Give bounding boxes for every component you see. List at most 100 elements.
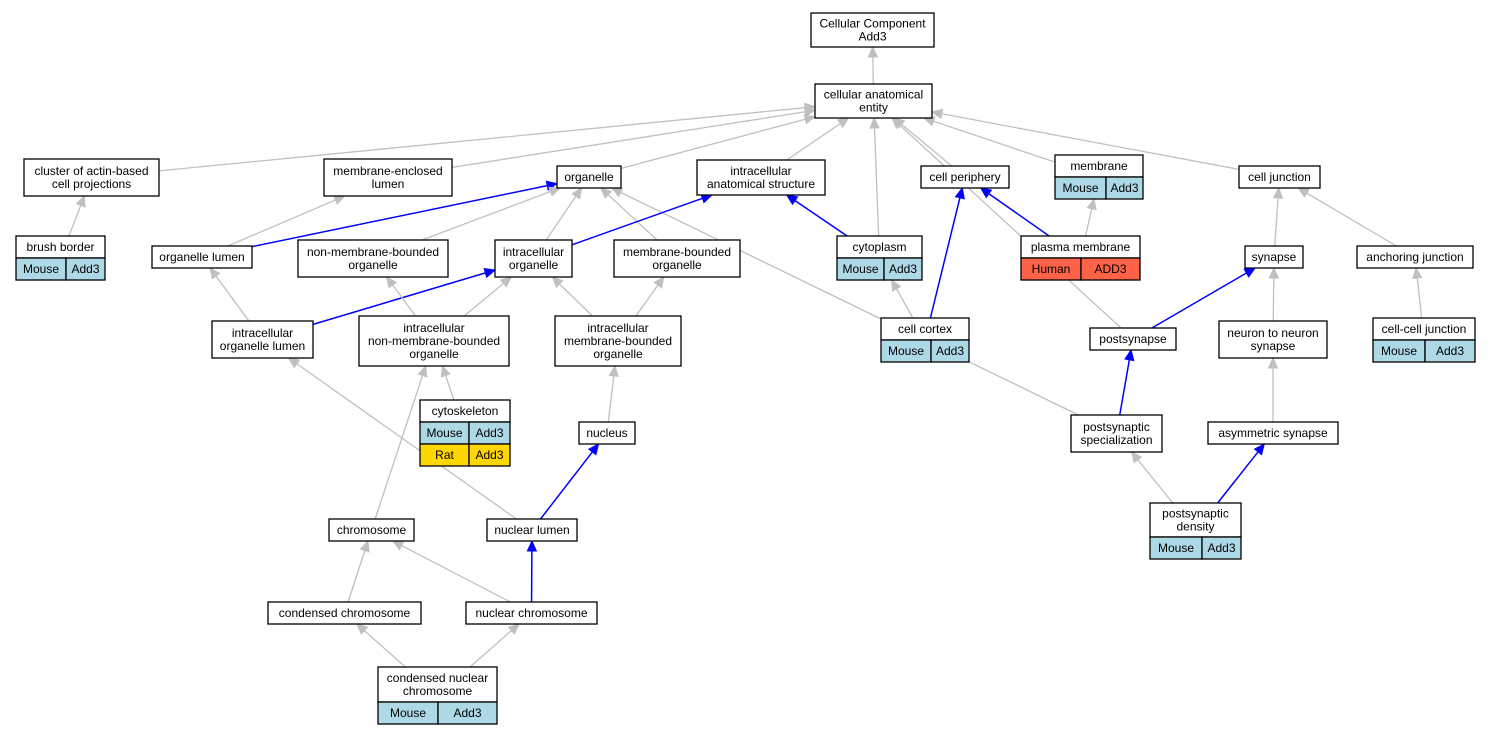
node-periphery[interactable]: cell periphery	[920, 165, 1010, 189]
arrowhead	[1268, 266, 1280, 279]
node-box	[297, 239, 449, 278]
edge-psd-to-pss	[1130, 451, 1174, 504]
edge-line	[374, 375, 424, 520]
node-box	[814, 83, 933, 119]
node-label: specialization	[1080, 433, 1152, 447]
arrowhead	[653, 276, 665, 289]
arrowhead	[930, 108, 944, 120]
edge-cortex-to-periphery	[929, 186, 965, 319]
node-label: asymmetric synapse	[1218, 426, 1328, 440]
species-label: Rat	[435, 448, 454, 462]
node-label: cytoplasm	[852, 240, 906, 254]
node-label: brush border	[26, 240, 94, 254]
edge-line	[296, 363, 517, 520]
arrowhead	[1272, 186, 1284, 199]
gene-cell	[468, 443, 511, 467]
species-label: Mouse	[23, 262, 59, 276]
node-label: anatomical structure	[707, 177, 815, 191]
node-inmbo[interactable]: intracellularnon-membrane-boundedorganel…	[358, 315, 510, 367]
gene-label: Add3	[71, 262, 99, 276]
node-box	[267, 601, 422, 625]
edge-cae-to-root	[867, 45, 879, 85]
node-label: density	[1176, 520, 1214, 534]
node-junction[interactable]: cell junction	[1238, 165, 1321, 189]
edge-pm-to-membrane	[1084, 197, 1097, 237]
node-label: synapse	[1252, 250, 1297, 264]
edge-line	[873, 127, 880, 237]
node-box	[1238, 165, 1321, 189]
node-organelle[interactable]: organelle	[556, 165, 622, 189]
node-olumen[interactable]: organelle lumen	[151, 245, 253, 269]
edge-nlumen-to-nucleus	[539, 443, 600, 520]
gene-cell	[1105, 176, 1144, 200]
species-label: Mouse	[842, 262, 878, 276]
node-box	[494, 239, 573, 278]
edge-line	[786, 123, 841, 161]
node-chromosome[interactable]: chromosome	[328, 518, 415, 542]
node-anchoring[interactable]: anchoring junction	[1356, 245, 1474, 269]
node-box	[211, 320, 314, 359]
edge-pm-to-periphery	[979, 187, 1050, 237]
edge-anchoring-to-junction	[1297, 187, 1397, 247]
edge-line	[215, 275, 250, 322]
node-label: intracellular	[503, 245, 564, 259]
gene-cell	[1201, 536, 1242, 560]
node-box	[1089, 327, 1177, 351]
node-label: intracellular	[587, 321, 648, 335]
edge-mel-to-cae	[451, 106, 817, 169]
node-synapse[interactable]: synapse	[1244, 245, 1304, 269]
edge-line	[463, 282, 504, 317]
gene-label: Add3	[453, 706, 481, 720]
arrowhead	[287, 357, 301, 369]
node-box	[323, 158, 453, 197]
node-nucleus[interactable]: nucleus	[578, 421, 636, 445]
node-label: cytoskeleton	[432, 404, 499, 418]
node-postsynapse[interactable]: postsynapse	[1089, 327, 1177, 351]
gene-cell	[65, 257, 106, 281]
edge-line	[794, 199, 848, 237]
edge-imbo-to-mbo	[635, 276, 665, 317]
node-box	[554, 315, 682, 367]
edge-line	[392, 284, 417, 317]
node-box	[23, 158, 160, 197]
node-nlumen[interactable]: nuclear lumen	[486, 518, 578, 542]
node-condensed[interactable]: condensed chromosome	[267, 601, 422, 625]
edge-line	[901, 123, 953, 167]
edge-line	[941, 113, 1240, 171]
edge-line	[571, 197, 703, 246]
arrowhead	[803, 106, 817, 118]
edge-postsynapse-to-cae	[891, 117, 1122, 329]
arrowhead	[499, 276, 513, 288]
node-nchrom[interactable]: nuclear chromosome	[465, 601, 598, 625]
edge-line	[451, 111, 806, 169]
arrowhead	[548, 186, 561, 197]
node-box	[920, 165, 1010, 189]
node-asym[interactable]: asymmetric synapse	[1207, 421, 1339, 445]
node-label: membrane	[1070, 159, 1128, 173]
node-label: organelle	[564, 170, 614, 184]
arrowhead	[507, 623, 520, 635]
arrowhead	[359, 539, 370, 553]
